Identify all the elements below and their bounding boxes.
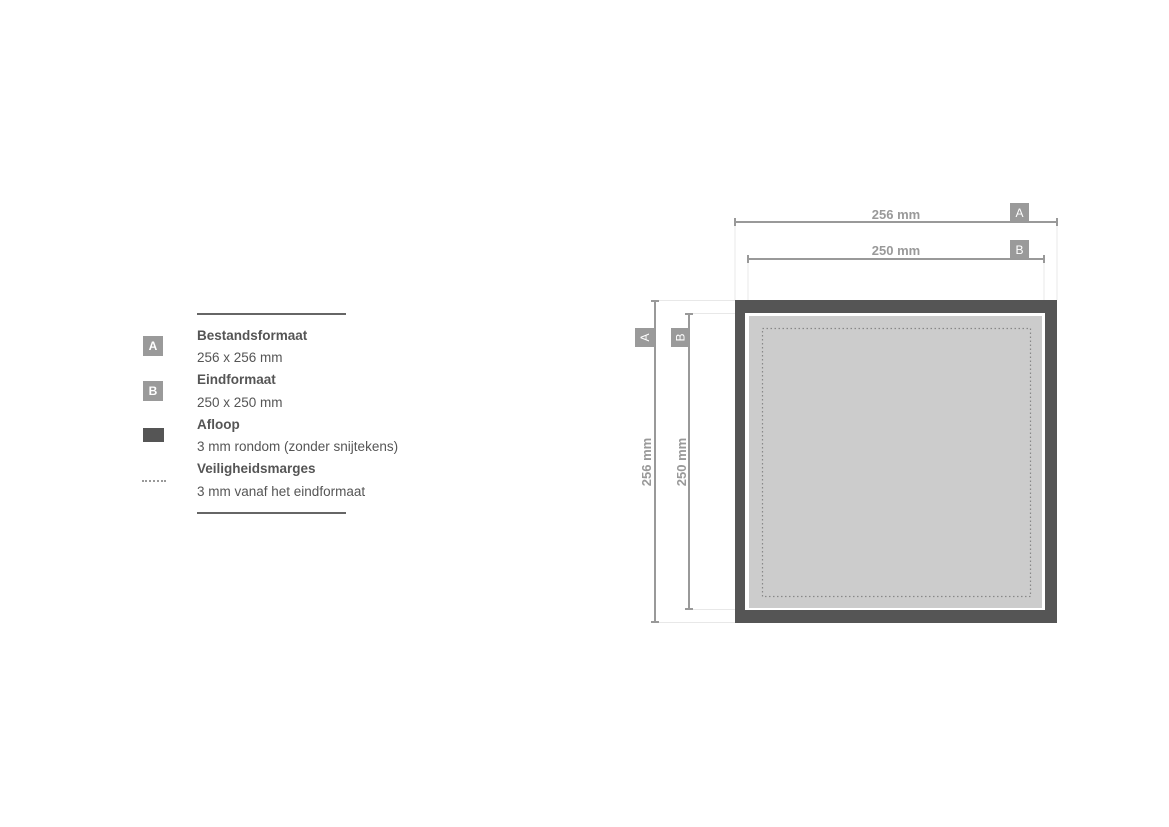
top-dimension-b-label: 250 mm xyxy=(872,243,920,258)
legend-top-rule xyxy=(197,313,346,315)
legend-dotted-marker xyxy=(142,480,166,482)
legend-desc-eindformaat: 250 x 250 mm xyxy=(197,395,283,410)
legend-desc-afloop: 3 mm rondom (zonder snijtekens) xyxy=(197,439,399,454)
top-dimension-a-line xyxy=(734,218,1058,226)
legend-desc-veiligheidsmarges: 3 mm vanaf het eindformaat xyxy=(197,484,366,499)
top-badge-a xyxy=(1010,203,1029,221)
top-dimension-a-label: 256 mm xyxy=(872,207,920,222)
legend-badge-a: A xyxy=(143,336,163,356)
left-badge-a xyxy=(635,328,654,347)
left-dimension-a-line xyxy=(651,300,659,623)
legend-title-eindformaat: Eindformaat xyxy=(197,372,276,387)
left-badge-b-text: B xyxy=(674,333,688,341)
left-dimension-b-line xyxy=(685,313,693,610)
legend-bleed-swatch xyxy=(143,428,164,442)
legend-desc-bestandsformaat: 256 x 256 mm xyxy=(197,350,283,365)
legend-title-afloop: Afloop xyxy=(197,417,240,432)
legend-bottom-rule xyxy=(197,512,346,514)
top-badge-b-text: B xyxy=(1015,243,1023,257)
legend-badge-b: B xyxy=(143,381,163,401)
legend-title-bestandsformaat: Bestandsformaat xyxy=(197,328,308,343)
legend-title-veiligheidsmarges: Veiligheidsmarges xyxy=(197,461,316,476)
top-badge-b xyxy=(1010,240,1029,258)
trim-area xyxy=(749,316,1042,608)
top-badge-a-text: A xyxy=(1015,206,1023,220)
left-badge-a-text: A xyxy=(638,333,652,341)
left-badge-b xyxy=(671,328,689,347)
top-dimension-b-line xyxy=(747,255,1045,263)
left-dimension-a-label: 256 mm xyxy=(639,438,654,486)
left-dimension-b-label: 250 mm xyxy=(674,438,689,486)
